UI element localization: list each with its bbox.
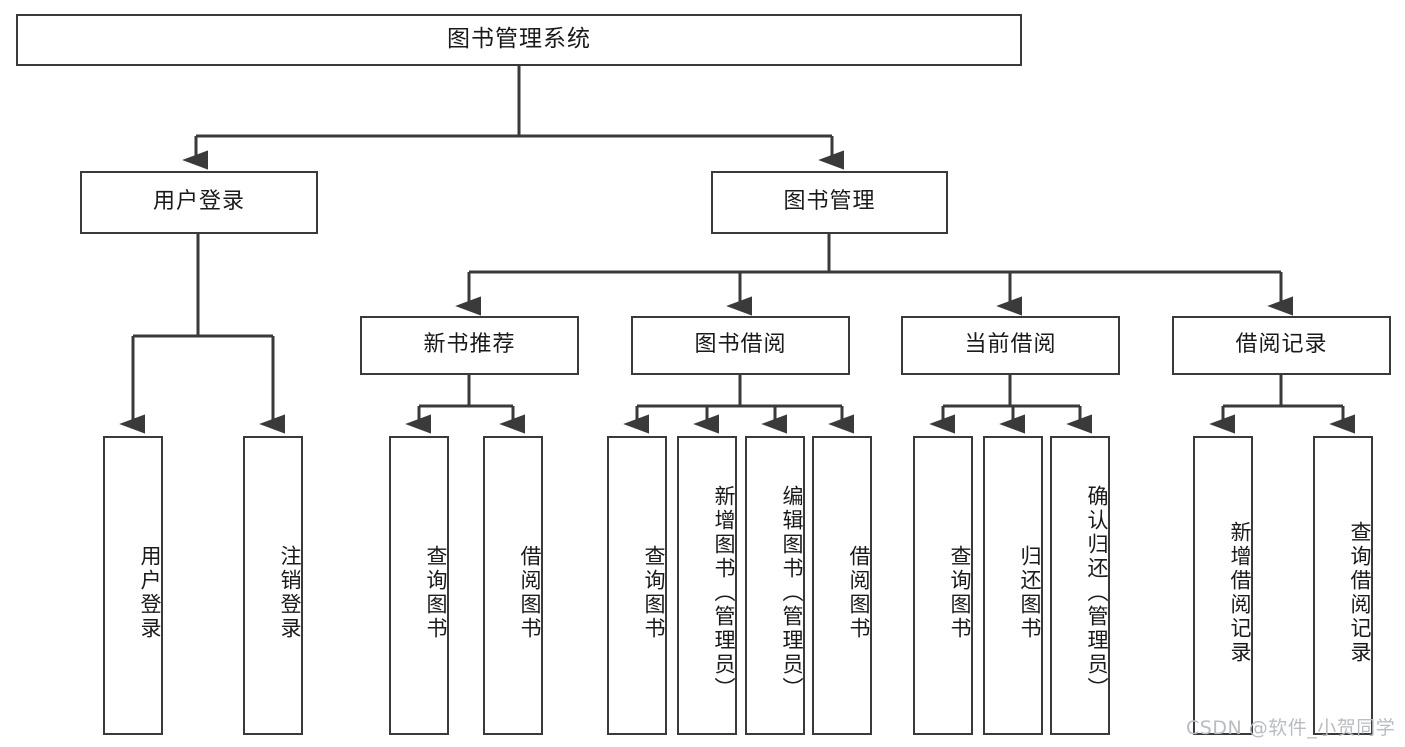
node-label: 查询借阅记录 <box>1348 520 1372 665</box>
node-label: 归还图书 <box>1018 544 1042 641</box>
node-label: 新增借阅记录 <box>1228 520 1252 665</box>
node-new-book-recommend[interactable]: 新书推荐 <box>360 316 579 375</box>
node-book-borrow[interactable]: 图书借阅 <box>631 316 850 375</box>
node-label: 查询图书 <box>642 544 666 641</box>
node-label: 当前借阅 <box>964 332 1057 358</box>
node-label: 注销登录 <box>278 544 302 641</box>
leaf-current-borrow-confirm-return[interactable]: 确认归还（管理员） <box>1050 436 1110 735</box>
node-label: 借阅图书 <box>518 544 542 641</box>
leaf-book-borrow-add[interactable]: 新增图书（管理员） <box>677 436 737 735</box>
node-current-borrow[interactable]: 当前借阅 <box>901 316 1120 375</box>
node-label: 查询图书 <box>948 544 972 641</box>
leaf-borrow-record-query[interactable]: 查询借阅记录 <box>1313 436 1373 735</box>
node-root-book-management-system[interactable]: 图书管理系统 <box>16 14 1022 66</box>
node-label: 图书管理系统 <box>447 26 591 53</box>
leaf-user-login-login[interactable]: 用户登录 <box>103 436 163 735</box>
node-label: 用户登录 <box>152 189 245 215</box>
node-label: 图书管理 <box>783 189 876 215</box>
leaf-new-book-query[interactable]: 查询图书 <box>389 436 449 735</box>
leaf-current-borrow-query[interactable]: 查询图书 <box>913 436 973 735</box>
node-label: 图书借阅 <box>694 332 787 358</box>
csdn-watermark: CSDN @软件_小贺同学 <box>1186 717 1396 739</box>
leaf-book-borrow-edit[interactable]: 编辑图书（管理员） <box>745 436 805 735</box>
node-label: 借阅图书 <box>847 544 871 641</box>
node-label: 新书推荐 <box>423 332 516 358</box>
node-label: 确认归还（管理员） <box>1085 484 1109 701</box>
node-book-management[interactable]: 图书管理 <box>711 171 948 234</box>
leaf-user-login-logout[interactable]: 注销登录 <box>243 436 303 735</box>
node-label: 借阅记录 <box>1235 332 1328 358</box>
node-label: 编辑图书（管理员） <box>780 484 804 701</box>
node-borrow-record[interactable]: 借阅记录 <box>1172 316 1391 375</box>
leaf-borrow-record-add[interactable]: 新增借阅记录 <box>1193 436 1253 735</box>
node-label: 查询图书 <box>424 544 448 641</box>
leaf-new-book-borrow[interactable]: 借阅图书 <box>483 436 543 735</box>
node-label: 用户登录 <box>138 544 162 641</box>
node-user-login[interactable]: 用户登录 <box>80 171 318 234</box>
leaf-current-borrow-return[interactable]: 归还图书 <box>983 436 1043 735</box>
node-label: 新增图书（管理员） <box>712 484 736 701</box>
leaf-book-borrow-borrow[interactable]: 借阅图书 <box>812 436 872 735</box>
leaf-book-borrow-query[interactable]: 查询图书 <box>607 436 667 735</box>
